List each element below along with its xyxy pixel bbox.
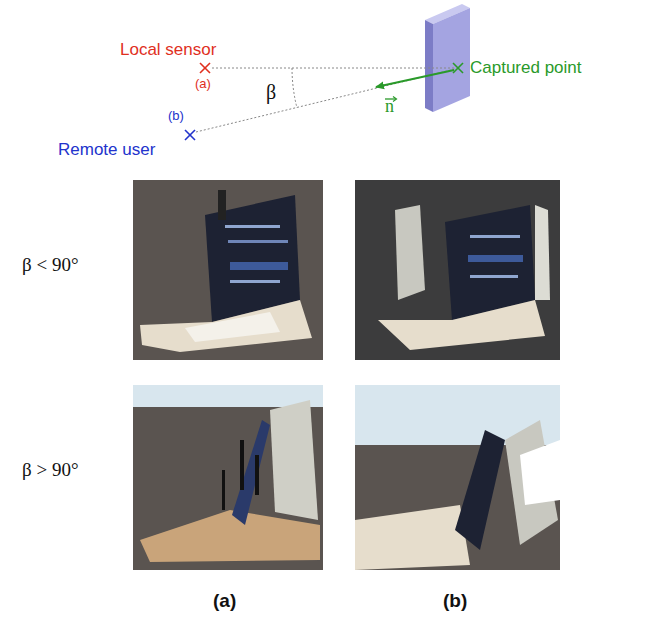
point-marker (453, 63, 463, 73)
render-photo (133, 385, 323, 570)
callout-letter: (b) (168, 108, 184, 124)
sensor-marker (200, 63, 210, 73)
sight-line (212, 68, 455, 69)
angle-label: β (266, 80, 276, 104)
user-marker (185, 130, 195, 140)
sight-line (196, 69, 455, 132)
column-label: (b) (443, 590, 467, 613)
row-label: β > 90° (22, 459, 78, 482)
callout-letter: (a) (195, 76, 211, 92)
user-label: Remote user (58, 140, 155, 160)
point-label: Captured point (470, 58, 582, 78)
surface-plate (425, 4, 470, 112)
render-photo (355, 180, 560, 360)
angle-arc (292, 68, 297, 108)
sensor-label: Local sensor (120, 40, 216, 60)
render-photo (355, 385, 560, 570)
normal-vector (376, 70, 454, 87)
render-photo (133, 180, 323, 360)
row-label: β < 90° (22, 254, 78, 277)
vector-label: n (385, 96, 394, 118)
column-label: (a) (213, 590, 236, 613)
